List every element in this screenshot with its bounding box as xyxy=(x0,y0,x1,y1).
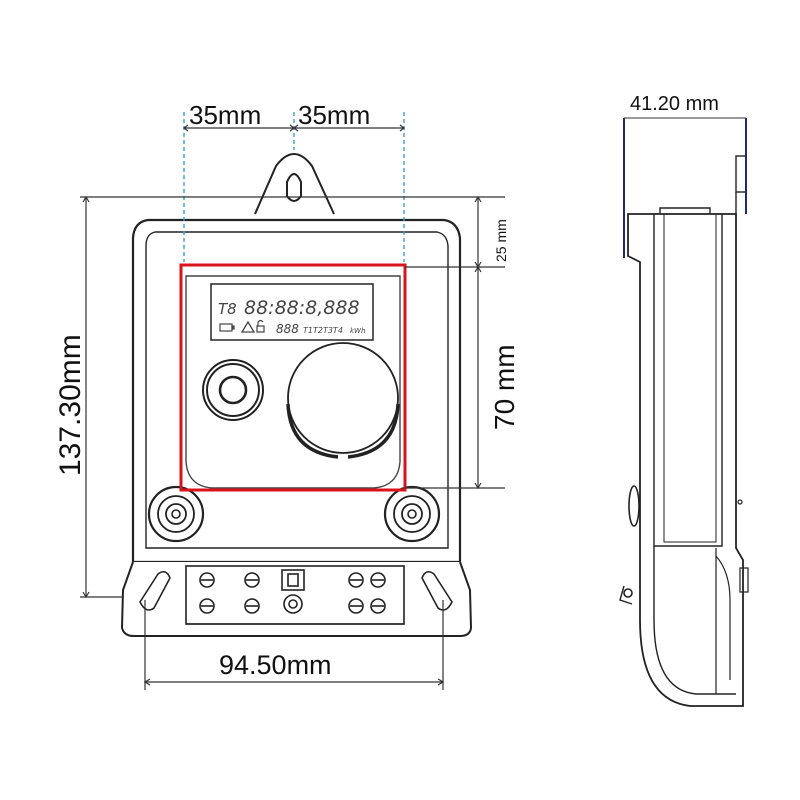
round-window xyxy=(286,342,400,459)
meter-body-inner xyxy=(145,231,449,549)
lcd-tariffs: T1T2T3T4 xyxy=(303,326,343,335)
side-depth-dimension: 41.20 mm xyxy=(630,93,719,115)
side-depth-markers xyxy=(623,117,747,258)
top-right-dimension: 35mm xyxy=(298,100,370,130)
total-height-dimension-lines xyxy=(80,195,505,599)
top-dimension-arrows xyxy=(183,124,405,132)
hanging-slot xyxy=(286,173,302,202)
right-mount-slot xyxy=(421,570,453,611)
lcd-main-digits: 88:88:8,888 xyxy=(244,297,360,319)
warning-icon xyxy=(240,320,256,333)
side-bump xyxy=(628,485,640,527)
side-inner-profile xyxy=(653,214,723,547)
lcd-unit: kWh xyxy=(350,327,365,335)
total-width-dimension: 94.50mm xyxy=(219,650,332,680)
left-mount-slot xyxy=(139,570,171,611)
top-left-dimension: 35mm xyxy=(189,100,261,130)
right-dimension-lines xyxy=(405,195,505,490)
top-gap-dimension: 25 mm xyxy=(493,219,509,262)
side-outer-profile xyxy=(627,213,744,707)
push-button xyxy=(202,359,264,421)
highlight-frame xyxy=(179,263,407,492)
side-clip xyxy=(735,155,747,193)
battery-icon xyxy=(219,323,235,332)
side-view xyxy=(619,155,749,707)
terminal-screws xyxy=(199,569,386,614)
lcd-prefix: T8 xyxy=(218,300,237,318)
lock-icon xyxy=(256,319,265,333)
total-width-dimension-lines xyxy=(143,600,445,690)
side-hook xyxy=(623,588,633,598)
front-view xyxy=(120,153,473,637)
lcd-sub-digits: 888 xyxy=(276,322,299,336)
lcd-screen xyxy=(210,283,374,341)
display-panel xyxy=(185,275,401,489)
cover-screws xyxy=(147,485,441,543)
window-height-dimension: 70 mm xyxy=(489,344,520,430)
side-base-curve xyxy=(653,546,736,695)
guide-lines xyxy=(183,112,405,262)
total-height-dimension: 137.30mm xyxy=(54,334,87,476)
hanging-tab xyxy=(254,153,335,215)
